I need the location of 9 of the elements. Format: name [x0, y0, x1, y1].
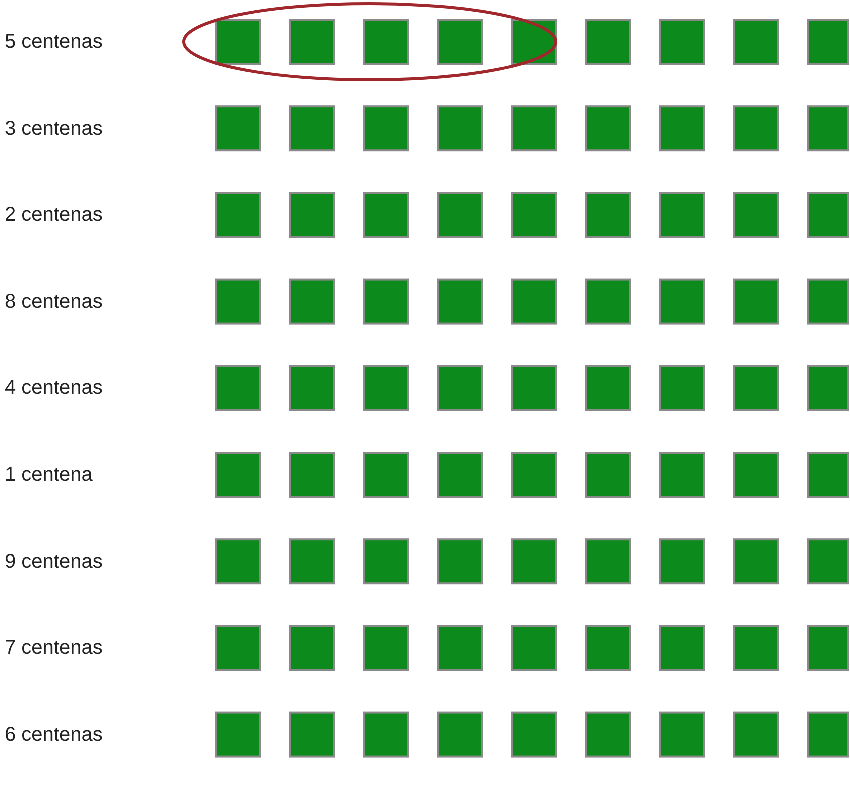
row-label: 9 centenas — [5, 550, 103, 574]
row-label: 3 centenas — [5, 116, 103, 141]
row-label: 7 centenas — [5, 636, 103, 660]
row-label: 4 centenas — [5, 376, 103, 400]
row-label: 6 centenas — [5, 722, 103, 747]
row-label: 5 centenas — [5, 30, 103, 54]
row-label: 1 centena — [5, 463, 93, 487]
row-label: 2 centenas — [5, 203, 103, 228]
row-label: 8 centenas — [5, 290, 103, 314]
